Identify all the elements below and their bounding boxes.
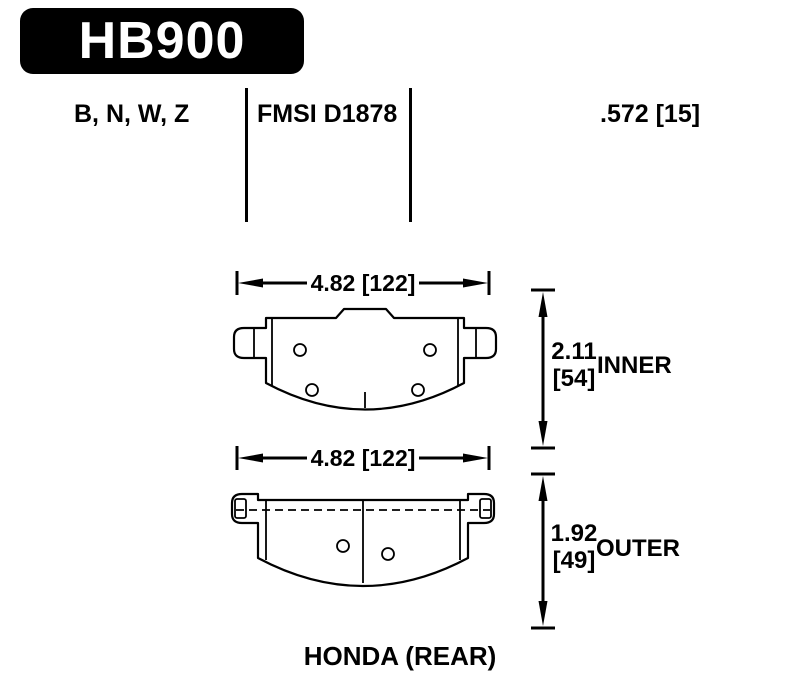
- pad-thickness-label: .572 [15]: [600, 100, 701, 128]
- fmsi-label: FMSI D1878: [257, 100, 398, 128]
- part-number-badge: HB900: [20, 8, 304, 74]
- inner-width-dimension-text: 4.82 [122]: [307, 269, 419, 297]
- outer-height-value: 1.92: [550, 520, 598, 547]
- outer-pad-hole: [336, 539, 350, 553]
- inner-pad-hole: [423, 343, 437, 357]
- outer-height-bracket: [49]: [552, 547, 596, 574]
- header-divider-2: [409, 88, 412, 222]
- outer-pad-clip: [234, 498, 247, 519]
- outer-label: OUTER: [596, 535, 680, 562]
- dimension-arrow-horizontal: [235, 446, 491, 470]
- outer-height-dimension-text: 1.92 [49]: [548, 520, 600, 574]
- outer-pad-drawing: [230, 492, 496, 588]
- outer-pad-clip: [479, 498, 492, 519]
- compounds-label: B, N, W, Z: [74, 100, 190, 128]
- inner-pad-hole: [411, 383, 425, 397]
- inner-pad-hole: [305, 383, 319, 397]
- dimension-arrow-vertical: [531, 472, 555, 630]
- inner-height-dimension-text: 2.11 [54]: [548, 338, 600, 392]
- inner-height-bracket: [54]: [552, 365, 596, 392]
- part-number-text: HB900: [78, 12, 246, 70]
- header-divider-1: [245, 88, 248, 222]
- inner-pad-hole: [293, 343, 307, 357]
- outer-width-dimension: 4.82 [122]: [235, 440, 491, 476]
- inner-width-dimension: 4.82 [122]: [235, 265, 491, 301]
- application-label: HONDA (REAR): [303, 641, 497, 671]
- inner-label: INNER: [597, 352, 672, 379]
- outer-height-dimension: [526, 472, 560, 635]
- dimension-arrow-horizontal: [235, 271, 491, 295]
- outer-pad-hole: [381, 547, 395, 561]
- inner-height-dimension: [526, 288, 560, 455]
- inner-height-value: 2.11: [551, 338, 597, 365]
- dimension-arrow-vertical: [531, 288, 555, 450]
- outer-width-dimension-text: 4.82 [122]: [307, 444, 419, 472]
- inner-pad-outline: [232, 307, 498, 411]
- inner-pad-drawing: [232, 307, 498, 411]
